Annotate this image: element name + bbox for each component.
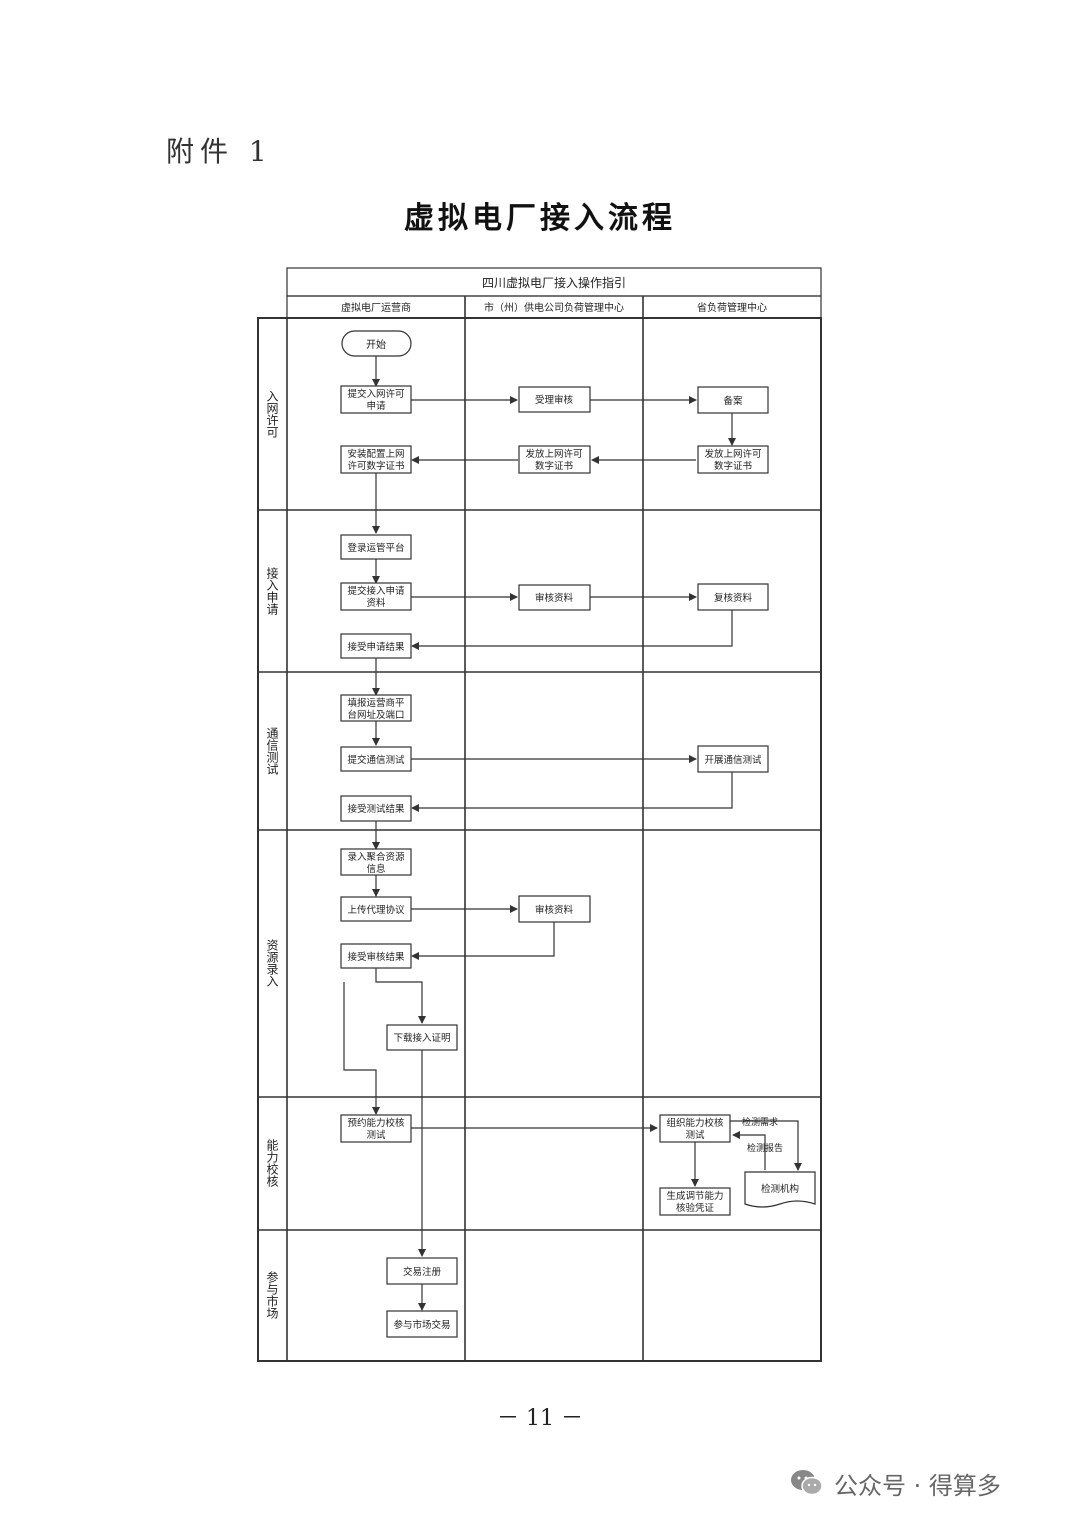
receive-review-result-node	[340, 943, 412, 969]
market-trade-node	[386, 1310, 458, 1338]
page-title: 虚拟电厂接入流程	[404, 201, 676, 236]
city-issue-cert-label-2: 数字证书	[535, 460, 574, 472]
receive-result-node	[340, 633, 412, 659]
prov-issue-cert-label-1: 发放上网许可	[704, 448, 761, 460]
review-materials-2-node	[518, 895, 591, 923]
login-platform-node	[340, 534, 412, 560]
install-cert-label-1: 安装配置上网	[347, 448, 404, 460]
wechat-icon	[791, 1470, 823, 1496]
test-report-label: 检测报告	[747, 1142, 783, 1154]
testing-agency-node	[744, 1171, 816, 1208]
city-issue-cert-node	[518, 445, 591, 474]
generate-voucher-label-2: 核验凭证	[676, 1202, 715, 1214]
receive-test-result-label: 接受测试结果	[347, 803, 405, 815]
flowchart: 四川虚拟电厂接入操作指引 虚拟电厂运营商 市（州）供电公司负荷管理中心 省负荷管…	[257, 267, 822, 1362]
accept-review-node	[518, 386, 591, 413]
start-label: 开始	[366, 338, 386, 351]
organize-capability-label-2: 测试	[685, 1129, 705, 1141]
receive-test-result-node	[340, 795, 412, 822]
install-cert-label-2: 许可数字证书	[347, 460, 405, 472]
generate-voucher-node	[659, 1187, 731, 1216]
submit-comm-test-node	[340, 746, 412, 772]
login-platform-label: 登录运管平台	[347, 542, 404, 554]
generate-voucher-label-1: 生成调节能力	[666, 1190, 723, 1202]
enter-resource-label-1: 录入聚合资源	[347, 851, 405, 863]
organize-capability-node	[659, 1114, 731, 1143]
testing-agency-label: 检测机构	[761, 1183, 799, 1195]
review-materials-2-label: 审核资料	[535, 904, 574, 916]
watermark-text: 公众号 · 得算多	[834, 1471, 1001, 1500]
submit-permit-node	[340, 385, 412, 414]
submit-comm-test-label: 提交通信测试	[347, 754, 405, 766]
review-materials-node	[518, 584, 591, 611]
recheck-materials-label: 复核资料	[714, 592, 753, 604]
organize-capability-label-1: 组织能力校核	[666, 1117, 724, 1129]
market-trade-label: 参与市场交易	[393, 1319, 450, 1331]
book-capability-node	[340, 1114, 412, 1143]
conduct-comm-test-label: 开展通信测试	[704, 754, 762, 766]
fill-address-label-2: 台网址及端口	[347, 709, 404, 721]
review-materials-label: 审核资料	[535, 592, 574, 604]
page-number: － 11 －	[497, 1406, 583, 1431]
download-proof-node	[386, 1024, 458, 1051]
submit-access-node	[340, 582, 412, 611]
conduct-comm-test-node	[697, 745, 769, 773]
diagram-header: 四川虚拟电厂接入操作指引	[482, 275, 626, 290]
submit-permit-label-2: 申请	[366, 400, 386, 412]
phase-access-application: 接入申请	[265, 566, 279, 616]
phase-capability-check: 能力校核	[265, 1139, 279, 1187]
watermark: 公众号 · 得算多	[790, 1463, 1001, 1503]
install-cert-node	[340, 445, 412, 474]
accept-review-label: 受理审核	[535, 394, 574, 406]
fill-address-node	[340, 694, 412, 722]
phase-market-participation: 参与市场	[265, 1270, 279, 1319]
trade-register-node	[386, 1257, 458, 1285]
lane-operator: 虚拟电厂运营商	[341, 301, 411, 314]
book-capability-label-1: 预约能力校核	[347, 1117, 405, 1129]
prov-issue-cert-node	[697, 445, 769, 474]
upload-agreement-label: 上传代理协议	[347, 904, 405, 916]
phase-network-permit: 入网许可	[265, 390, 279, 438]
start-node	[341, 330, 412, 357]
submit-permit-label-1: 提交入网许可	[347, 388, 404, 400]
lane-city-center: 市（州）供电公司负荷管理中心	[484, 301, 624, 314]
city-issue-cert-label-1: 发放上网许可	[525, 448, 582, 460]
receive-result-label: 接受申请结果	[347, 641, 405, 653]
record-node	[697, 386, 769, 414]
submit-access-label-2: 资料	[366, 597, 386, 609]
record-label: 备案	[723, 395, 743, 407]
phase-comm-test: 通信测试	[265, 727, 279, 775]
prov-issue-cert-label-2: 数字证书	[714, 460, 753, 472]
fill-address-label-1: 填报运营商平	[347, 697, 405, 709]
lane-province-center: 省负荷管理中心	[697, 301, 767, 314]
enter-resource-node	[340, 848, 412, 876]
phase-resource-entry: 资源录入	[265, 939, 279, 987]
book-capability-label-2: 测试	[366, 1129, 386, 1141]
submit-access-label-1: 提交接入申请	[347, 585, 405, 597]
attachment-label: 附件 1	[166, 135, 273, 168]
upload-agreement-node	[340, 896, 412, 922]
enter-resource-label-2: 信息	[366, 863, 385, 875]
recheck-materials-node	[697, 583, 769, 611]
download-proof-label: 下载接入证明	[393, 1032, 450, 1044]
trade-register-label: 交易注册	[403, 1266, 442, 1278]
test-demand-label: 检测需求	[742, 1116, 778, 1128]
receive-review-result-label: 接受审核结果	[347, 951, 405, 963]
